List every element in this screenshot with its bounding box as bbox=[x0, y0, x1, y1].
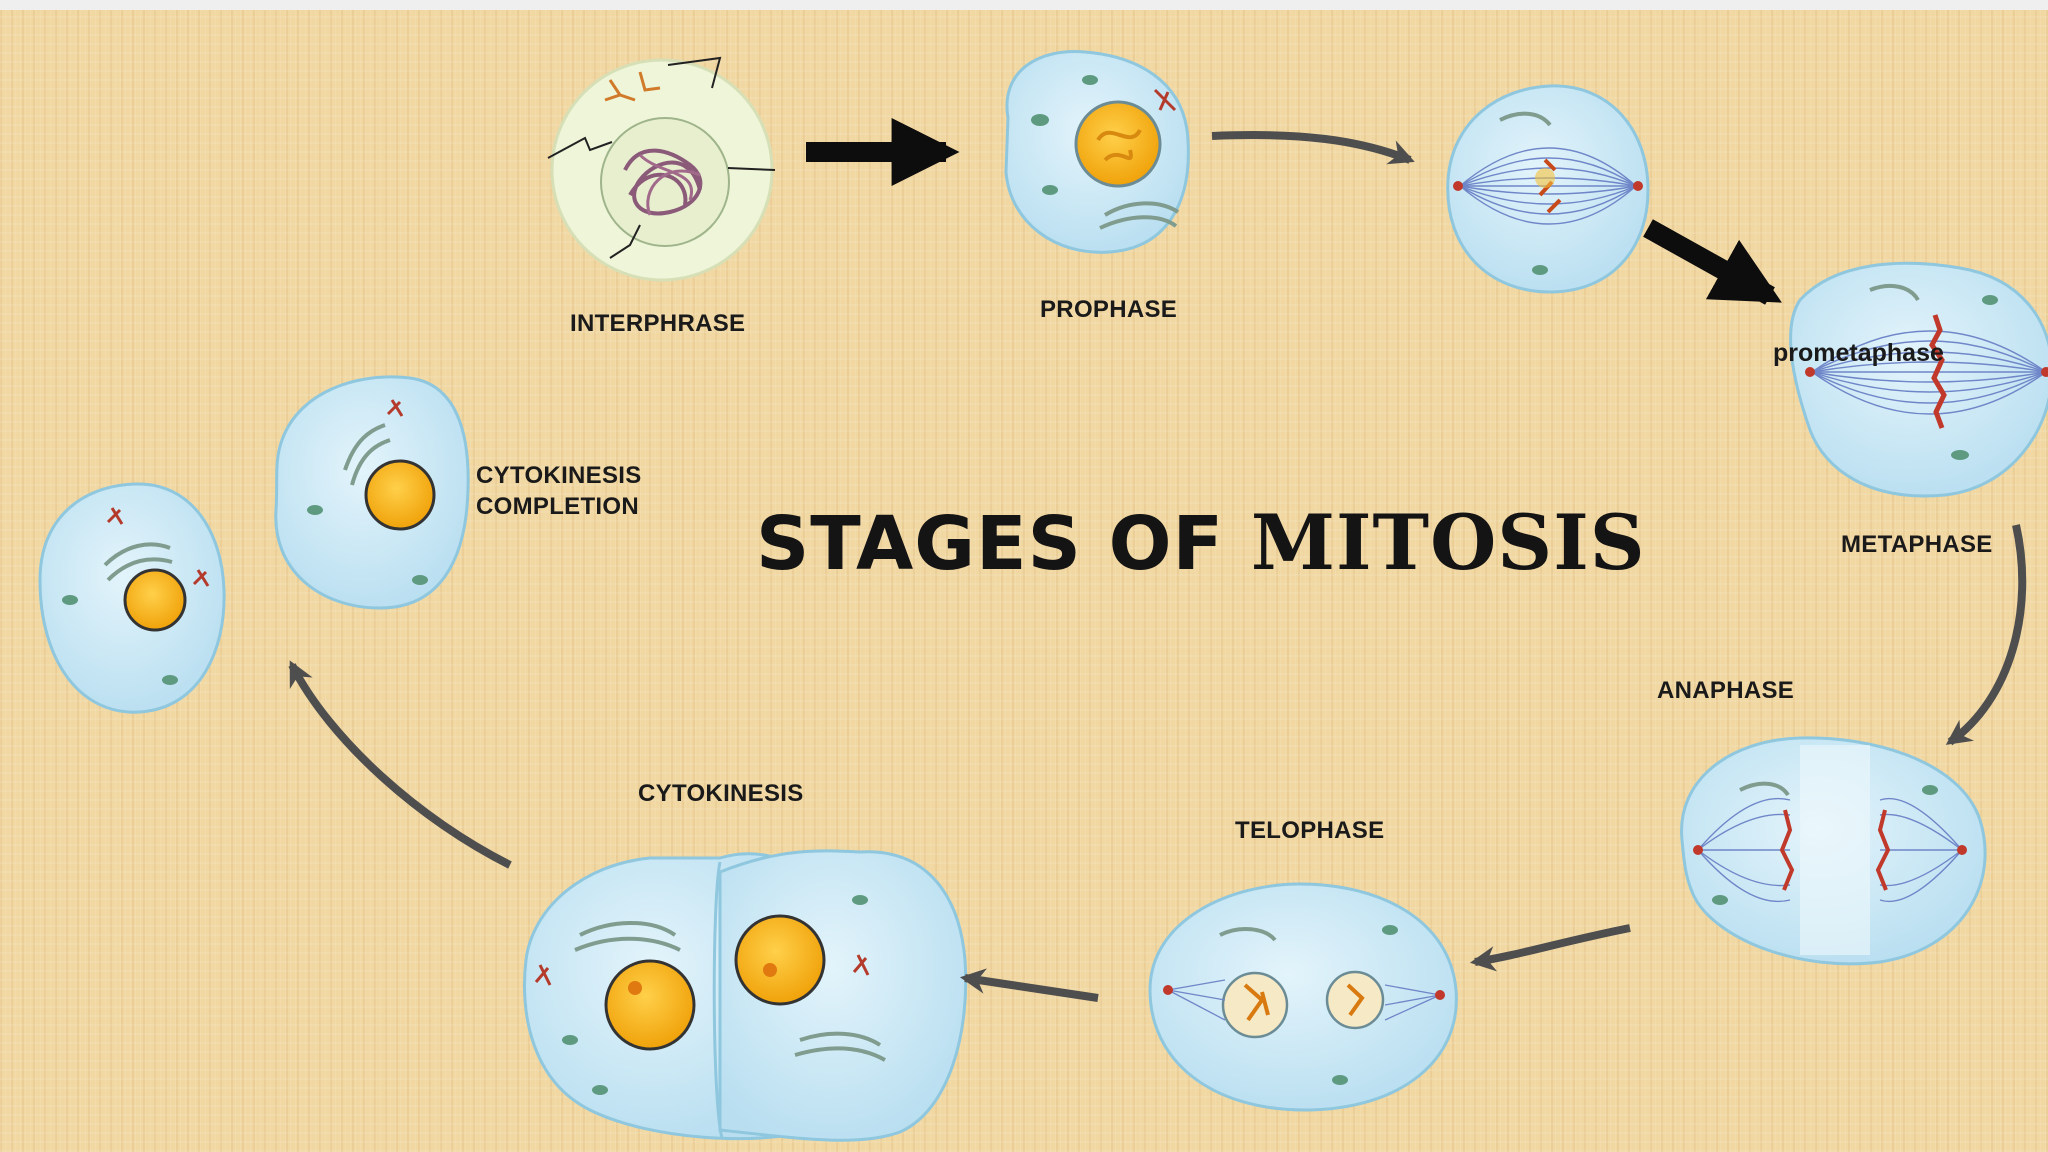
arrow-prometaphase-to-metaphase bbox=[1643, 219, 1782, 305]
diagram-title: STAGES OF MITOSIS bbox=[756, 498, 1646, 587]
label-telophase: TELOPHASE bbox=[1235, 817, 1385, 844]
arrow-cytokinesis-to-completion bbox=[288, 660, 512, 869]
label-anaphase: ANAPHASE bbox=[1657, 677, 1795, 704]
title-part-1: STAGES OF bbox=[756, 501, 1225, 587]
metaphase-cell bbox=[1789, 261, 2048, 498]
arrow-prophase-to-prometaphase bbox=[1211, 131, 1415, 165]
anaphase-cell bbox=[1680, 736, 1987, 966]
label-cytokinesis-completion: CYTOKINESIS COMPLETION bbox=[476, 462, 642, 520]
prophase-cell bbox=[1004, 50, 1190, 254]
top-border bbox=[0, 0, 2048, 10]
label-cytokinesis: CYTOKINESIS bbox=[638, 780, 804, 807]
cytokinesis-cells bbox=[523, 849, 968, 1142]
label-interphase: INTERPHRASE bbox=[570, 310, 746, 337]
cytokinesis-completion-cell-left bbox=[38, 482, 226, 714]
arrow-metaphase-to-anaphase bbox=[1945, 524, 2027, 746]
interphase-cell bbox=[547, 56, 776, 282]
prometaphase-cell bbox=[1446, 84, 1650, 294]
arrow-anaphase-to-telophase bbox=[1469, 924, 1631, 972]
label-metaphase: METAPHASE bbox=[1841, 531, 1993, 558]
telophase-cell bbox=[1148, 882, 1458, 1112]
arrow-telophase-to-cytokinesis bbox=[959, 968, 1099, 1002]
title-part-2: MITOSIS bbox=[1250, 498, 1646, 587]
cytokinesis-completion-cell-right bbox=[274, 375, 470, 610]
label-prometaphase: prometaphase bbox=[1773, 339, 1944, 367]
label-prophase: PROPHASE bbox=[1040, 296, 1178, 323]
